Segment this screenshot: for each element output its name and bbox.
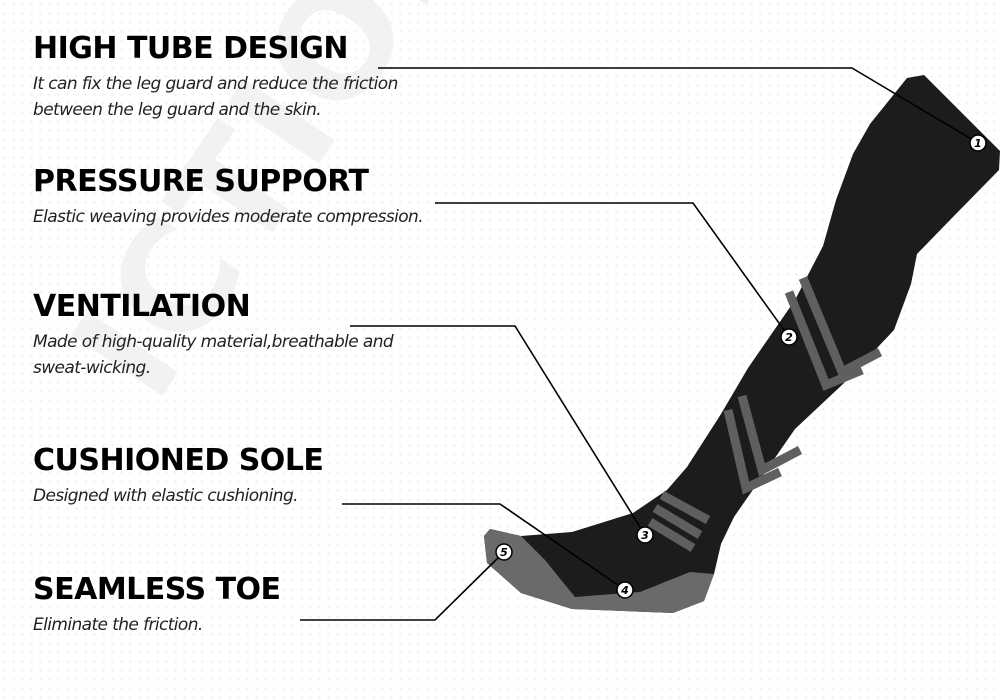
svg-text:3: 3 bbox=[641, 529, 649, 542]
svg-text:5: 5 bbox=[500, 546, 508, 559]
callout-line-4 bbox=[342, 503, 626, 591]
callout-line-5 bbox=[300, 552, 504, 621]
feature-pressure-support: PRESSURE SUPPORT Elastic weaving provide… bbox=[33, 164, 424, 230]
feature-description: Made of high-quality material,breathable… bbox=[33, 332, 394, 378]
feature-description: It can fix the leg guard and reduce the … bbox=[33, 74, 398, 120]
marker-3: 3 bbox=[636, 526, 654, 544]
marker-5: 5 bbox=[495, 543, 513, 561]
svg-text:4: 4 bbox=[620, 584, 629, 597]
stripe bbox=[737, 394, 803, 477]
feature-title: PRESSURE SUPPORT bbox=[33, 164, 369, 199]
stripe bbox=[652, 504, 703, 539]
marker-4: 4 bbox=[616, 581, 634, 599]
feature-description: Eliminate the friction. bbox=[33, 615, 203, 635]
feature-title: CUSHIONED SOLE bbox=[33, 443, 324, 478]
callout-line-2 bbox=[435, 202, 790, 338]
feature-description: Designed with elastic cushioning. bbox=[33, 486, 299, 506]
stripe bbox=[784, 290, 864, 391]
marker-2: 2 bbox=[780, 328, 798, 346]
sock-sole bbox=[484, 529, 714, 613]
svg-text:2: 2 bbox=[785, 331, 793, 344]
callout-line-3 bbox=[350, 325, 646, 536]
feature-title: VENTILATION bbox=[33, 289, 251, 324]
stripe bbox=[723, 408, 782, 495]
stripe bbox=[798, 276, 883, 379]
marker-1: 1 bbox=[969, 134, 987, 152]
feature-ventilation: VENTILATION Made of high-quality materia… bbox=[33, 289, 394, 381]
feature-cushioned-sole: CUSHIONED SOLE Designed with elastic cus… bbox=[33, 443, 324, 509]
feature-high-tube-design: HIGH TUBE DESIGN It can fix the leg guar… bbox=[33, 31, 398, 123]
callout-line-1 bbox=[378, 67, 979, 144]
svg-text:1: 1 bbox=[974, 137, 982, 150]
stripe bbox=[647, 518, 696, 552]
stripe bbox=[659, 491, 711, 524]
feature-description: Elastic weaving provides moderate compre… bbox=[33, 207, 424, 227]
feature-seamless-toe: SEAMLESS TOE Eliminate the friction. bbox=[33, 572, 281, 638]
sock-body bbox=[484, 75, 1000, 613]
feature-title: SEAMLESS TOE bbox=[33, 572, 281, 607]
sock-stripes bbox=[647, 276, 883, 552]
feature-title: HIGH TUBE DESIGN bbox=[33, 31, 348, 66]
